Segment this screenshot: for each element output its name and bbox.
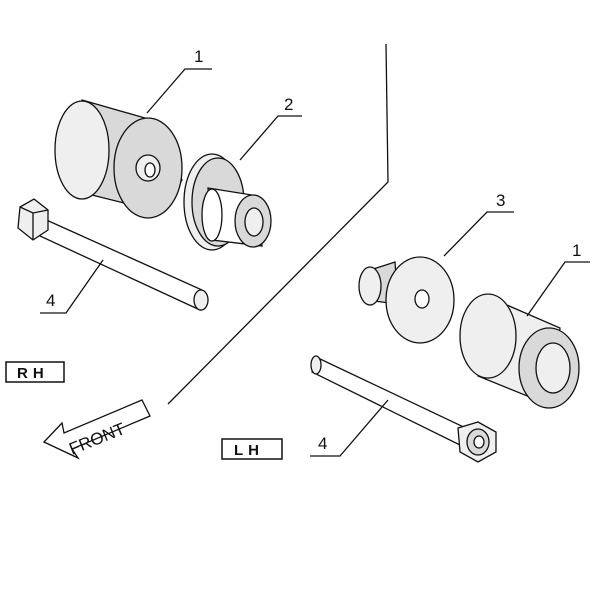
rh-collar-part bbox=[183, 153, 272, 251]
rh-side-label: RH bbox=[5, 361, 65, 383]
front-direction-arrow: FRONT bbox=[42, 399, 151, 460]
callout-rh-bolt: 4 bbox=[46, 291, 55, 310]
lh-washer-part bbox=[358, 256, 455, 344]
callout-lh-washer: 3 bbox=[496, 191, 505, 210]
lh-bolt-part bbox=[310, 355, 497, 463]
callout-rh-collar: 2 bbox=[284, 95, 293, 114]
callout-rh-spacer: 1 bbox=[194, 47, 203, 66]
lh-side-label-text: LH bbox=[234, 442, 264, 459]
frame-divider-line bbox=[167, 43, 389, 405]
lh-side-label: LH bbox=[221, 438, 283, 460]
rh-spacer-part bbox=[54, 99, 183, 219]
callout-lh-bolt: 4 bbox=[318, 434, 327, 453]
lh-spacer-part bbox=[459, 293, 580, 409]
rh-bolt-part bbox=[17, 198, 209, 311]
callout-lh-spacer: 1 bbox=[572, 241, 581, 260]
rh-side-label-text: RH bbox=[17, 365, 49, 382]
leader-lines bbox=[40, 68, 590, 457]
